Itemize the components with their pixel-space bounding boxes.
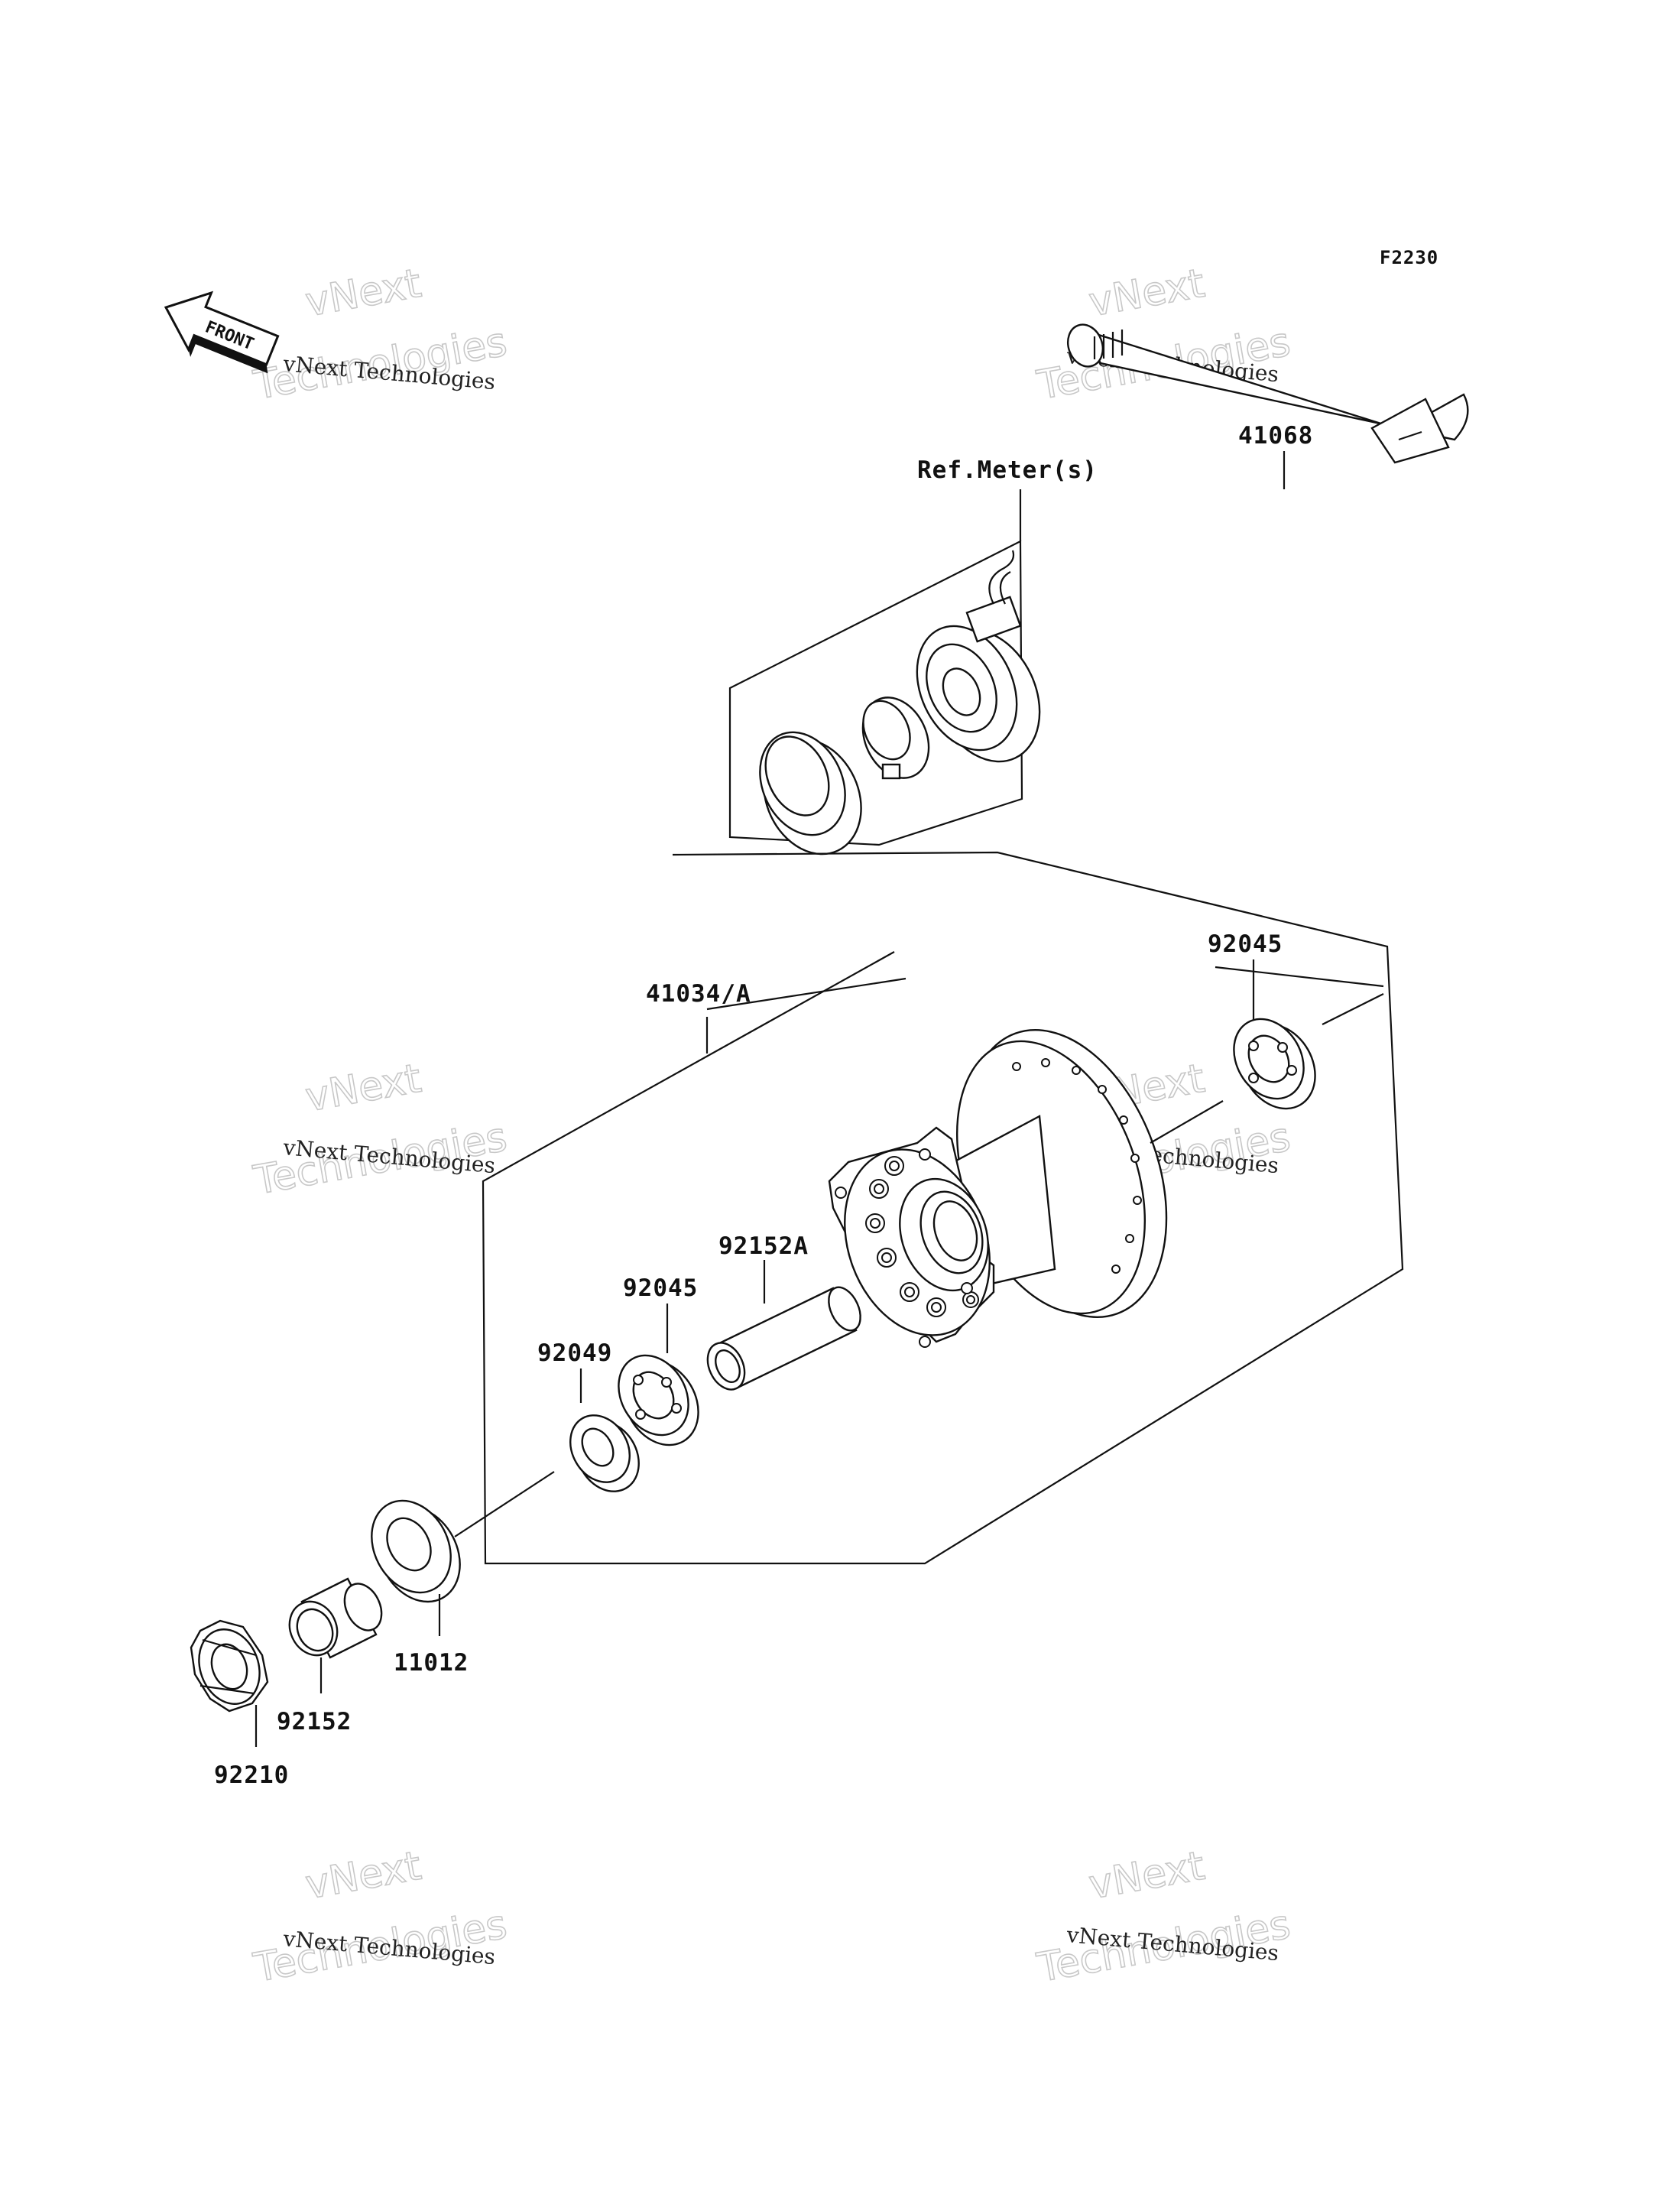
part-label: 41068 — [1238, 422, 1313, 450]
part-label: 11012 — [394, 1649, 469, 1677]
meter-drive-ring — [861, 696, 930, 780]
leader-line — [1215, 966, 1384, 988]
dust-cover — [371, 1499, 461, 1603]
svg-text:vNext: vNext — [1085, 261, 1208, 326]
part-label: 92049 — [537, 1339, 612, 1367]
meter-seal — [759, 731, 862, 855]
part-label: 92210 — [214, 1761, 289, 1789]
part-label: 92045 — [1208, 930, 1283, 958]
ref-meter-label: Ref.Meter(s) — [917, 456, 1098, 484]
bearing-right — [1233, 1018, 1316, 1110]
svg-text:vNext: vNext — [302, 1843, 424, 1908]
axle-nut — [190, 1619, 269, 1713]
part-label: 92152A — [718, 1232, 809, 1260]
bearing-left — [618, 1354, 699, 1446]
part-label: 41034/A — [646, 980, 751, 1008]
axle — [1067, 323, 1469, 464]
watermark: vNext Technologies — [249, 1055, 511, 1205]
wheel-assembly-outline — [482, 851, 1404, 1565]
wheel-hub — [828, 1029, 1224, 1348]
svg-text:vNext: vNext — [302, 1056, 424, 1121]
spacer-tube — [706, 1286, 861, 1391]
leader-line — [454, 1471, 555, 1537]
part-label: 92045 — [623, 1274, 698, 1302]
meter-gearbox — [916, 550, 1041, 763]
watermark: vNext Technologies — [1033, 1842, 1294, 1992]
ref-meter-box — [728, 540, 1023, 846]
oil-seal — [569, 1414, 640, 1492]
collar — [288, 1577, 383, 1659]
svg-text:vNext: vNext — [302, 261, 424, 326]
svg-text:vNext: vNext — [1085, 1843, 1208, 1908]
front-arrow-icon: FRONT — [164, 291, 280, 374]
part-label: 92152 — [277, 1708, 352, 1735]
diagram-code: F2230 — [1380, 247, 1438, 268]
leader-line — [1322, 993, 1384, 1025]
leader-line — [706, 977, 906, 1011]
